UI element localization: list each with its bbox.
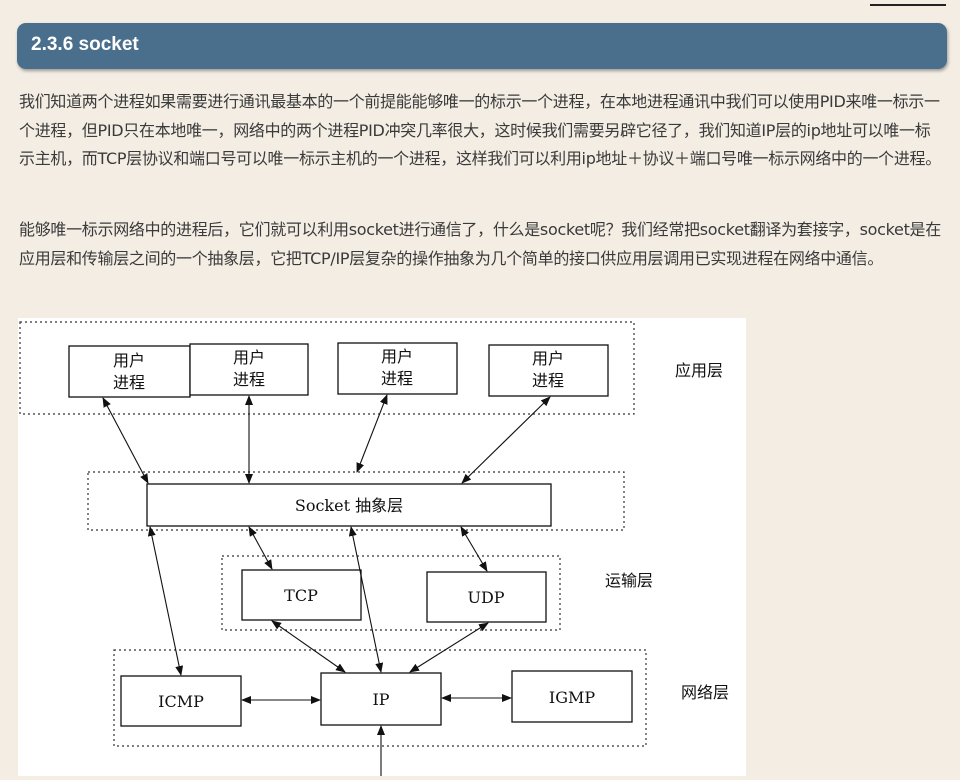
top-link[interactable]	[870, 0, 946, 6]
user-process-box-4	[488, 344, 609, 397]
application-layer-region	[19, 321, 635, 415]
user-process-label: 进程	[532, 371, 564, 390]
udp-box	[426, 571, 547, 623]
igmp-box	[511, 670, 633, 723]
paragraph-1: 我们知道两个进程如果需要进行通讯最基本的一个前提能能够唯一的标示一个进程，在本地…	[19, 92, 941, 168]
transport-layer-label: 运输层	[605, 571, 653, 590]
user-process-label: 用户	[381, 347, 413, 366]
socket-box	[146, 483, 552, 527]
icmp-label: ICMP	[158, 692, 204, 711]
socket-diagram: 用户 进程 用户 进程 用户 进程 用户 进程 Socket 抽象层 TCP U…	[18, 318, 746, 776]
user-process-label: 用户	[233, 348, 265, 367]
socket-layer-label: Socket 抽象层	[295, 496, 403, 515]
tcp-box	[241, 569, 362, 621]
icmp-box	[120, 675, 242, 727]
transport-layer-region	[221, 555, 561, 631]
user-process-box-1	[68, 345, 191, 398]
udp-label: UDP	[467, 588, 504, 607]
user-process-label: 用户	[532, 349, 564, 368]
paragraph-2: 能够唯一标示网络中的进程后，它们就可以利用socket进行通信了，什么是sock…	[19, 220, 941, 268]
user-process-label: 用户	[113, 351, 145, 370]
section-heading: 2.3.6 socket	[17, 23, 947, 69]
ip-box	[320, 672, 442, 726]
igmp-label: IGMP	[549, 688, 595, 707]
tcp-label: TCP	[284, 586, 318, 605]
user-process-label: 进程	[113, 373, 145, 392]
network-layer-label: 网络层	[681, 683, 729, 702]
user-process-box-3	[337, 342, 458, 395]
user-process-label: 进程	[233, 370, 265, 389]
user-process-box-2	[189, 343, 309, 396]
application-layer-label: 应用层	[675, 361, 723, 380]
ip-label: IP	[372, 690, 389, 709]
user-process-label: 进程	[381, 369, 413, 388]
section-title: 2.3.6 socket	[31, 34, 139, 55]
arrows	[102, 394, 551, 704]
